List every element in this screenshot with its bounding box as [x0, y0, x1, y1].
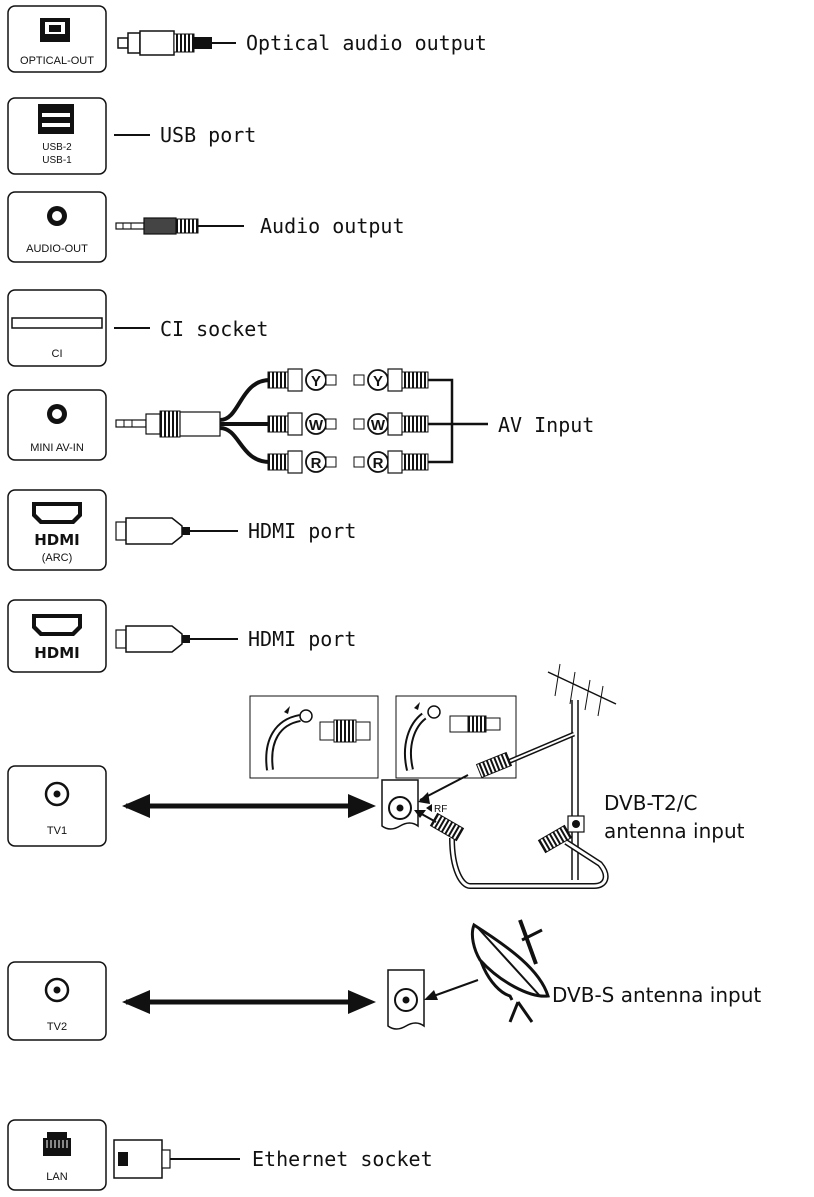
- usb-port-icon: [38, 104, 74, 134]
- svg-text:W: W: [371, 417, 386, 434]
- rca-plug-w-right: W: [353, 412, 429, 436]
- audio-port-icon: [47, 206, 67, 226]
- hdmi-description: HDMI port: [248, 627, 356, 651]
- av-row: MINI AV-IN Y W: [7, 368, 594, 474]
- usb-port-box: [7, 97, 107, 175]
- hdmi-logo: HDMI: [34, 644, 80, 662]
- audio-port-label: AUDIO-OUT: [26, 243, 88, 255]
- optical-port-icon: [40, 18, 70, 42]
- lan-port-label: LAN: [46, 1171, 67, 1183]
- lan-row: LAN Ethernet socket: [7, 1119, 433, 1191]
- tv1-description-line1: DVB-T2/C: [604, 791, 697, 815]
- tv1-inset-diagram: [249, 695, 517, 779]
- av-port-label: MINI AV-IN: [30, 442, 84, 454]
- svg-text:R: R: [311, 455, 322, 472]
- rca-plug-y-right: Y: [353, 368, 429, 392]
- hdmi-arc-row: HDMI (ARC) HDMI port: [7, 489, 356, 571]
- av-jack-icon: [115, 378, 271, 464]
- audio-port-box: [7, 191, 107, 263]
- av-port-box: [7, 389, 107, 461]
- svg-text:W: W: [309, 417, 324, 434]
- tv2-description: DVB-S antenna input: [552, 983, 761, 1007]
- usb-row: USB-2 USB-1 USB port: [7, 97, 256, 175]
- rca-plug-y-left: Y: [267, 368, 337, 392]
- tv1-antenna-cable: [414, 731, 609, 889]
- ethernet-port-icon: [43, 1132, 71, 1156]
- usb-label-bottom: USB-1: [42, 155, 72, 166]
- audio-jack-icon: [115, 217, 244, 235]
- tv1-wall-socket: RF: [381, 779, 447, 830]
- tv2-coax-icon: [44, 977, 70, 1003]
- av-port-icon: [47, 404, 67, 424]
- terrestrial-antenna-icon: [547, 663, 617, 880]
- ci-description: CI socket: [160, 317, 268, 341]
- hdmi-plug-icon: [115, 625, 238, 653]
- svg-text:R: R: [373, 455, 384, 472]
- hdmi-arc-logo: HDMI: [34, 531, 80, 549]
- usb-description: USB port: [160, 123, 256, 147]
- satellite-dish-icon: [470, 919, 550, 1023]
- svg-text:Y: Y: [311, 373, 321, 390]
- tv2-port-label: TV2: [47, 1021, 67, 1033]
- tv2-cable-arrow: [427, 979, 479, 999]
- ci-port-label: CI: [52, 348, 63, 360]
- tv2-row: TV2 DVB-S antenna input: [7, 919, 761, 1041]
- audio-row: AUDIO-OUT Audio output: [7, 191, 405, 263]
- ci-slot-icon: [11, 317, 103, 329]
- optical-plug-icon: [117, 30, 236, 56]
- hdmi-arc-plug-icon: [115, 517, 238, 545]
- hdmi-arc-description: HDMI port: [248, 519, 356, 543]
- usb-label-top: USB-2: [42, 142, 72, 153]
- optical-port-label: OPTICAL-OUT: [20, 55, 94, 67]
- audio-description: Audio output: [260, 214, 405, 238]
- optical-row: OPTICAL-OUT Optical audio output: [7, 5, 487, 73]
- svg-text:Y: Y: [373, 373, 383, 390]
- lan-description: Ethernet socket: [252, 1147, 433, 1171]
- rca-plug-r-right: R: [353, 450, 429, 474]
- tv1-rf-label: RF: [434, 804, 447, 815]
- av-bracket: [428, 378, 488, 464]
- hdmi-row: HDMI HDMI port: [7, 599, 356, 673]
- tv1-coax-icon: [44, 781, 70, 807]
- tv2-wall-socket: [387, 969, 425, 1030]
- optical-description: Optical audio output: [246, 31, 487, 55]
- rca-plug-w-left: W: [267, 412, 337, 436]
- tv1-port-label: TV1: [47, 825, 67, 837]
- tv1-description-line2: antenna input: [604, 819, 745, 843]
- rca-plug-r-left: R: [267, 450, 337, 474]
- ethernet-plug-icon: [113, 1139, 240, 1179]
- tv1-row: TV1 RF: [7, 663, 745, 889]
- hdmi-arc-label: (ARC): [42, 552, 73, 564]
- ci-row: CI CI socket: [7, 289, 268, 367]
- av-description: AV Input: [498, 413, 594, 437]
